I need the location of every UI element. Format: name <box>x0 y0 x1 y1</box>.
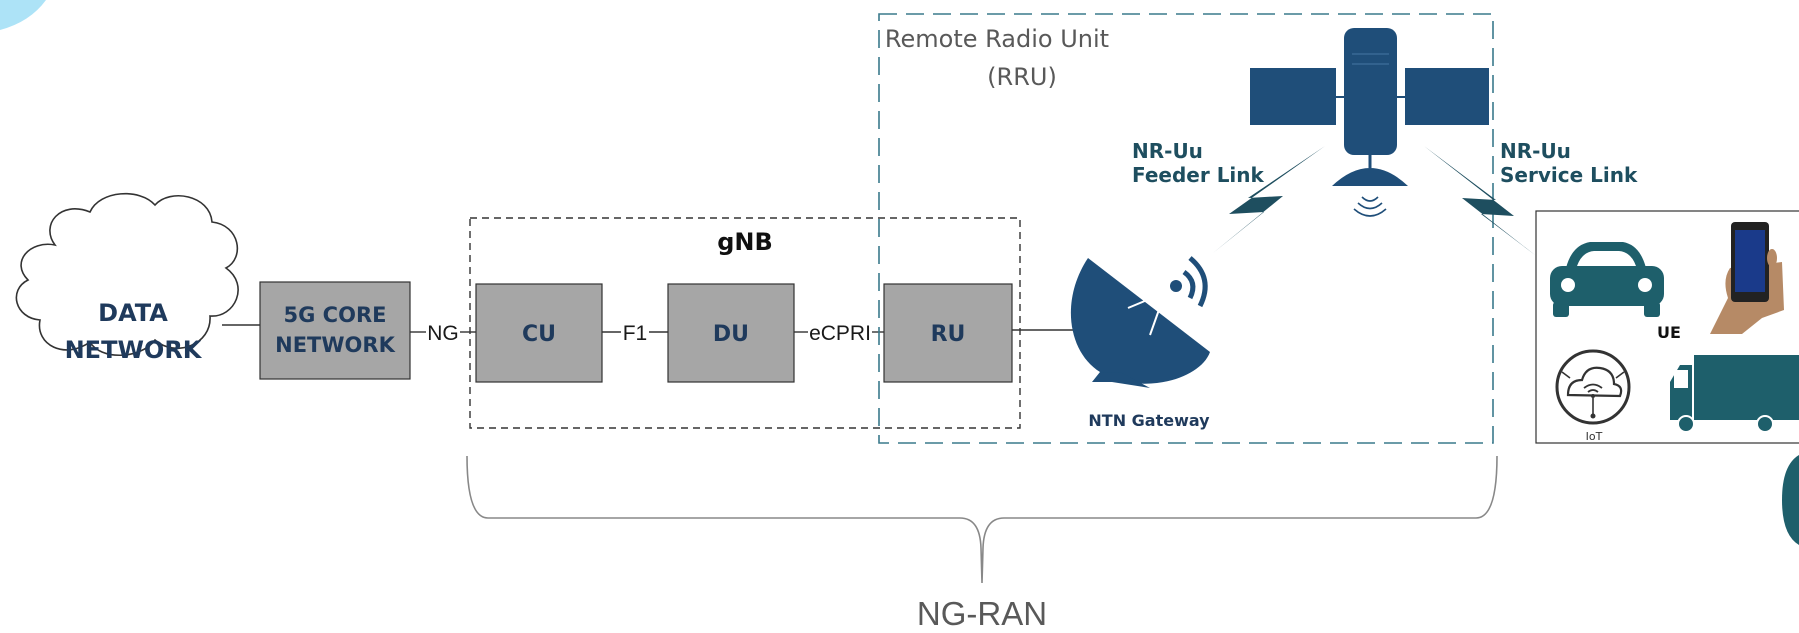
truck-icon <box>1670 355 1799 433</box>
service-link-label-1: NR-Uu <box>1500 139 1571 163</box>
iot-label: IoT <box>1586 430 1603 443</box>
core-network-label-2: NETWORK <box>275 333 395 357</box>
ru-box <box>883 283 1013 383</box>
du-label: DU <box>713 322 749 347</box>
f1-link-label: F1 <box>623 322 648 345</box>
ecpri-link-label: eCPRI <box>809 322 871 345</box>
service-link-label-2: Service Link <box>1500 163 1638 187</box>
ng-ran-label: NG-RAN <box>917 595 1047 632</box>
cu-box <box>475 283 603 383</box>
ru-label: RU <box>931 322 966 347</box>
corner-decoration <box>0 0 46 30</box>
rru-label-1: Remote Radio Unit <box>885 25 1109 53</box>
satellite-icon <box>1250 28 1489 217</box>
rru-label-2: (RRU) <box>987 63 1057 91</box>
data-network-cloud: DATA NETWORK <box>15 192 239 364</box>
feeder-link-label-2: Feeder Link <box>1132 163 1265 187</box>
ng-link-label: NG <box>427 322 459 345</box>
car-icon <box>1550 242 1664 317</box>
du-box <box>667 283 795 383</box>
ue-label: UE <box>1657 323 1681 342</box>
ntn-gateway-dish-icon <box>1070 256 1210 388</box>
data-network-label-2: NETWORK <box>65 336 203 364</box>
edge-decoration <box>1782 455 1799 545</box>
ntn-gateway-label: NTN Gateway <box>1088 411 1210 430</box>
feeder-link-label-1: NR-Uu <box>1132 139 1203 163</box>
cu-label: CU <box>522 322 556 347</box>
ng-ran-brace <box>466 455 1498 584</box>
data-network-label-1: DATA <box>98 299 168 327</box>
gnb-title: gNB <box>717 228 773 256</box>
service-link-bolt-icon <box>1424 146 1535 255</box>
feeder-link-bolt-icon <box>1213 146 1325 253</box>
core-network-box: 5G CORE NETWORK <box>259 281 411 380</box>
core-network-label-1: 5G CORE <box>284 303 387 327</box>
rru-group-border <box>878 13 1494 444</box>
iot-icon <box>1555 349 1631 425</box>
smartphone-hand-icon <box>1710 222 1784 334</box>
gnb-group-border <box>469 217 1021 429</box>
